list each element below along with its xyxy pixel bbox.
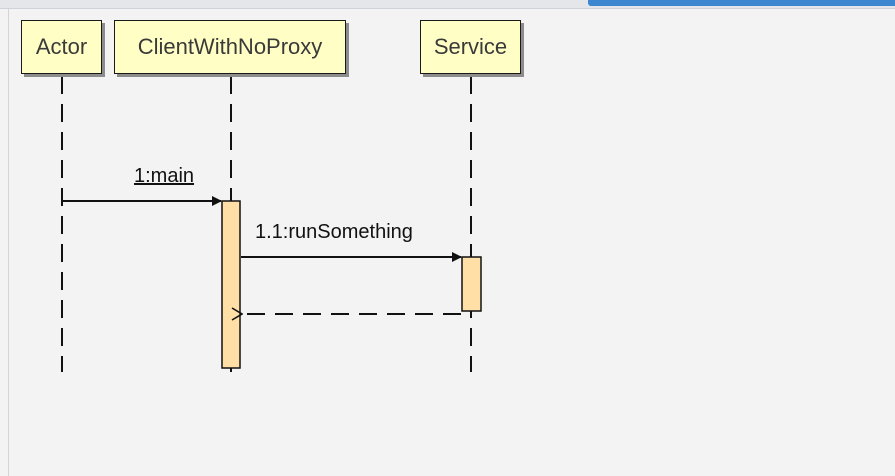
message-label-run-something: 1.1:runSomething [255, 221, 413, 243]
lifeline-service[interactable]: Service [420, 20, 521, 74]
lifeline-actor[interactable]: Actor [21, 20, 102, 74]
activation-client[interactable] [221, 200, 241, 369]
editor-top-bar [0, 0, 895, 9]
activation-service[interactable] [461, 256, 482, 312]
panel-left-border [8, 9, 9, 476]
progress-indicator [588, 0, 895, 6]
message-label-main: 1:main [134, 165, 195, 187]
lifeline-client-with-no-proxy[interactable]: ClientWithNoProxy [114, 20, 346, 74]
